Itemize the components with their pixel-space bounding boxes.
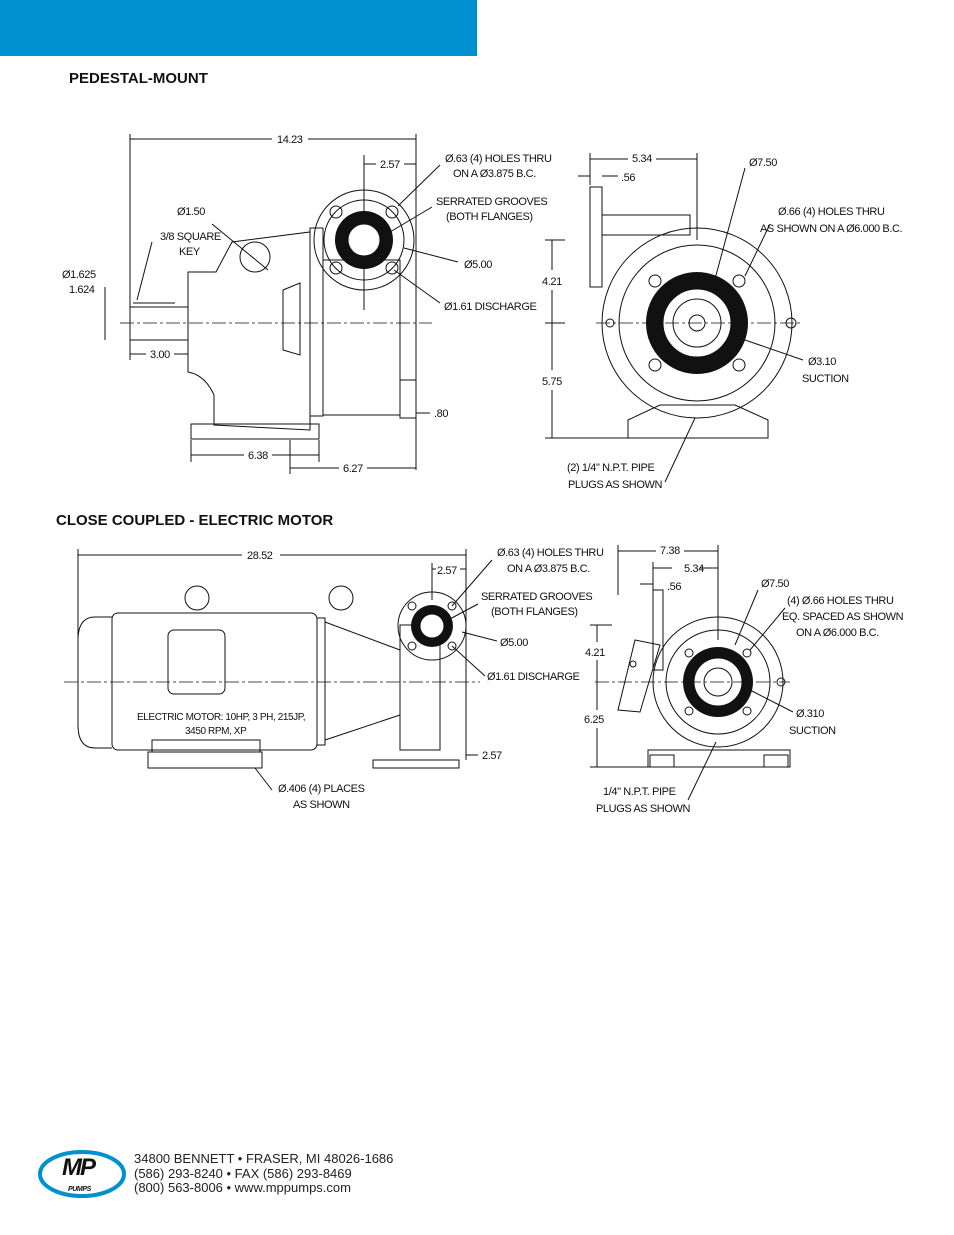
pedestal-side-view [104,134,459,474]
note-suction-label: SUCTION [802,373,849,385]
dim-cc-foot: 2.57 [482,750,502,762]
footer-contact: 34800 BENNETT • FRASER, MI 48026-1686 (5… [134,1151,394,1196]
note-mount-line1: Ø.406 (4) PLACES [278,783,365,795]
dim-end-421: 4.21 [542,276,562,288]
dim-cc-end-056: .56 [667,581,681,593]
mp-pumps-logo: MP PUMPS [38,1150,126,1198]
note-plugs-line2: PLUGS AS SHOWN [568,479,662,491]
dim-cc-end-738: 7.38 [660,545,680,557]
note-holes-line2: ON A Ø3.875 B.C. [453,168,536,180]
note-discharge: Ø1.61 DISCHARGE [444,301,536,313]
dim-cc-end-534: 5.34 [684,563,704,575]
footer-address: 34800 BENNETT • FRASER, MI 48026-1686 [134,1151,394,1166]
note-motor-line2: 3450 RPM, XP [185,726,247,737]
note-cc-plugs-line1: 1/4" N.P.T. PIPE [603,786,676,798]
pedestal-end-view [545,153,804,483]
dim-end-750: Ø7.50 [749,157,777,169]
note-cc-suction-size: Ø.310 [796,708,824,720]
dim-bore: Ø1.50 [177,206,205,218]
close-coupled-end-view [590,545,794,801]
dim-cc-end-421: 4.21 [585,647,605,659]
note-end-holes-line1: Ø.66 (4) HOLES THRU [778,206,885,218]
dim-cc-flange-diameter: Ø5.00 [500,637,528,649]
note-mount-line2: AS SHOWN [293,799,350,811]
note-cc-holes-line2: ON A Ø3.875 B.C. [507,563,590,575]
note-grooves-line1: SERRATED GROOVES [436,196,547,208]
dim-end-534: 5.34 [632,153,652,165]
dim-end-056: .56 [621,172,635,184]
footer-phone-fax: (586) 293-8240 • FAX (586) 293-8469 [134,1165,352,1181]
dim-shaft-min: 1.624 [69,284,95,296]
note-key-line1: 3/8 SQUARE [160,231,221,243]
note-holes-line1: Ø.63 (4) HOLES THRU [445,153,552,165]
note-grooves-line2: (BOTH FLANGES) [446,211,533,223]
dim-end-575: 5.75 [542,376,562,388]
note-motor-line1: ELECTRIC MOTOR: 10HP, 3 PH, 215JP, [137,712,305,723]
footer-tollfree-web: (800) 563-8006 • www.mppumps.com [134,1180,351,1195]
section-title-pedestal: PEDESTAL-MOUNT [69,70,208,87]
note-end-holes-line2: AS SHOWN ON A Ø6.000 B.C. [760,223,903,235]
dim-base-to-flange: 6.27 [343,463,363,475]
dim-cc-end-750: Ø7.50 [761,578,789,590]
note-key-line2: KEY [179,246,201,258]
dim-base-width: 6.38 [248,450,268,462]
svg-text:PUMPS: PUMPS [68,1186,92,1193]
close-coupled-side-view [64,549,498,791]
dim-flange-thickness: .80 [434,408,448,420]
note-cc-grooves-line2: (BOTH FLANGES) [491,606,578,618]
note-cc-grooves-line1: SERRATED GROOVES [481,591,592,603]
section-title-close-coupled: CLOSE COUPLED - ELECTRIC MOTOR [56,512,334,529]
note-suction-size: Ø3.10 [808,356,836,368]
dim-shaft-length: 3.00 [150,349,170,361]
header-banner [0,0,477,56]
note-cc-end-holes-line1: (4) Ø.66 HOLES THRU [787,595,894,607]
dim-cc-flange-offset: 2.57 [437,565,457,577]
dim-flange-offset: 2.57 [380,159,400,171]
dim-shaft-max: Ø1.625 [62,269,96,281]
svg-text:MP: MP [62,1154,97,1181]
dim-flange-diameter: Ø5.00 [464,259,492,271]
note-cc-discharge: Ø1.61 DISCHARGE [487,671,579,683]
note-cc-end-holes-line2: EQ. SPACED AS SHOWN [782,611,904,623]
dim-overall-length: 14.23 [277,134,303,146]
note-cc-suction-label: SUCTION [789,725,836,737]
note-cc-end-holes-line3: ON A Ø6.000 B.C. [796,627,879,639]
note-plugs-line1: (2) 1/4" N.P.T. PIPE [567,462,654,474]
note-cc-holes-line1: Ø.63 (4) HOLES THRU [497,547,604,559]
note-cc-plugs-line2: PLUGS AS SHOWN [596,803,690,815]
dim-cc-overall-length: 28.52 [247,550,273,562]
dim-cc-end-625: 6.25 [584,714,604,726]
